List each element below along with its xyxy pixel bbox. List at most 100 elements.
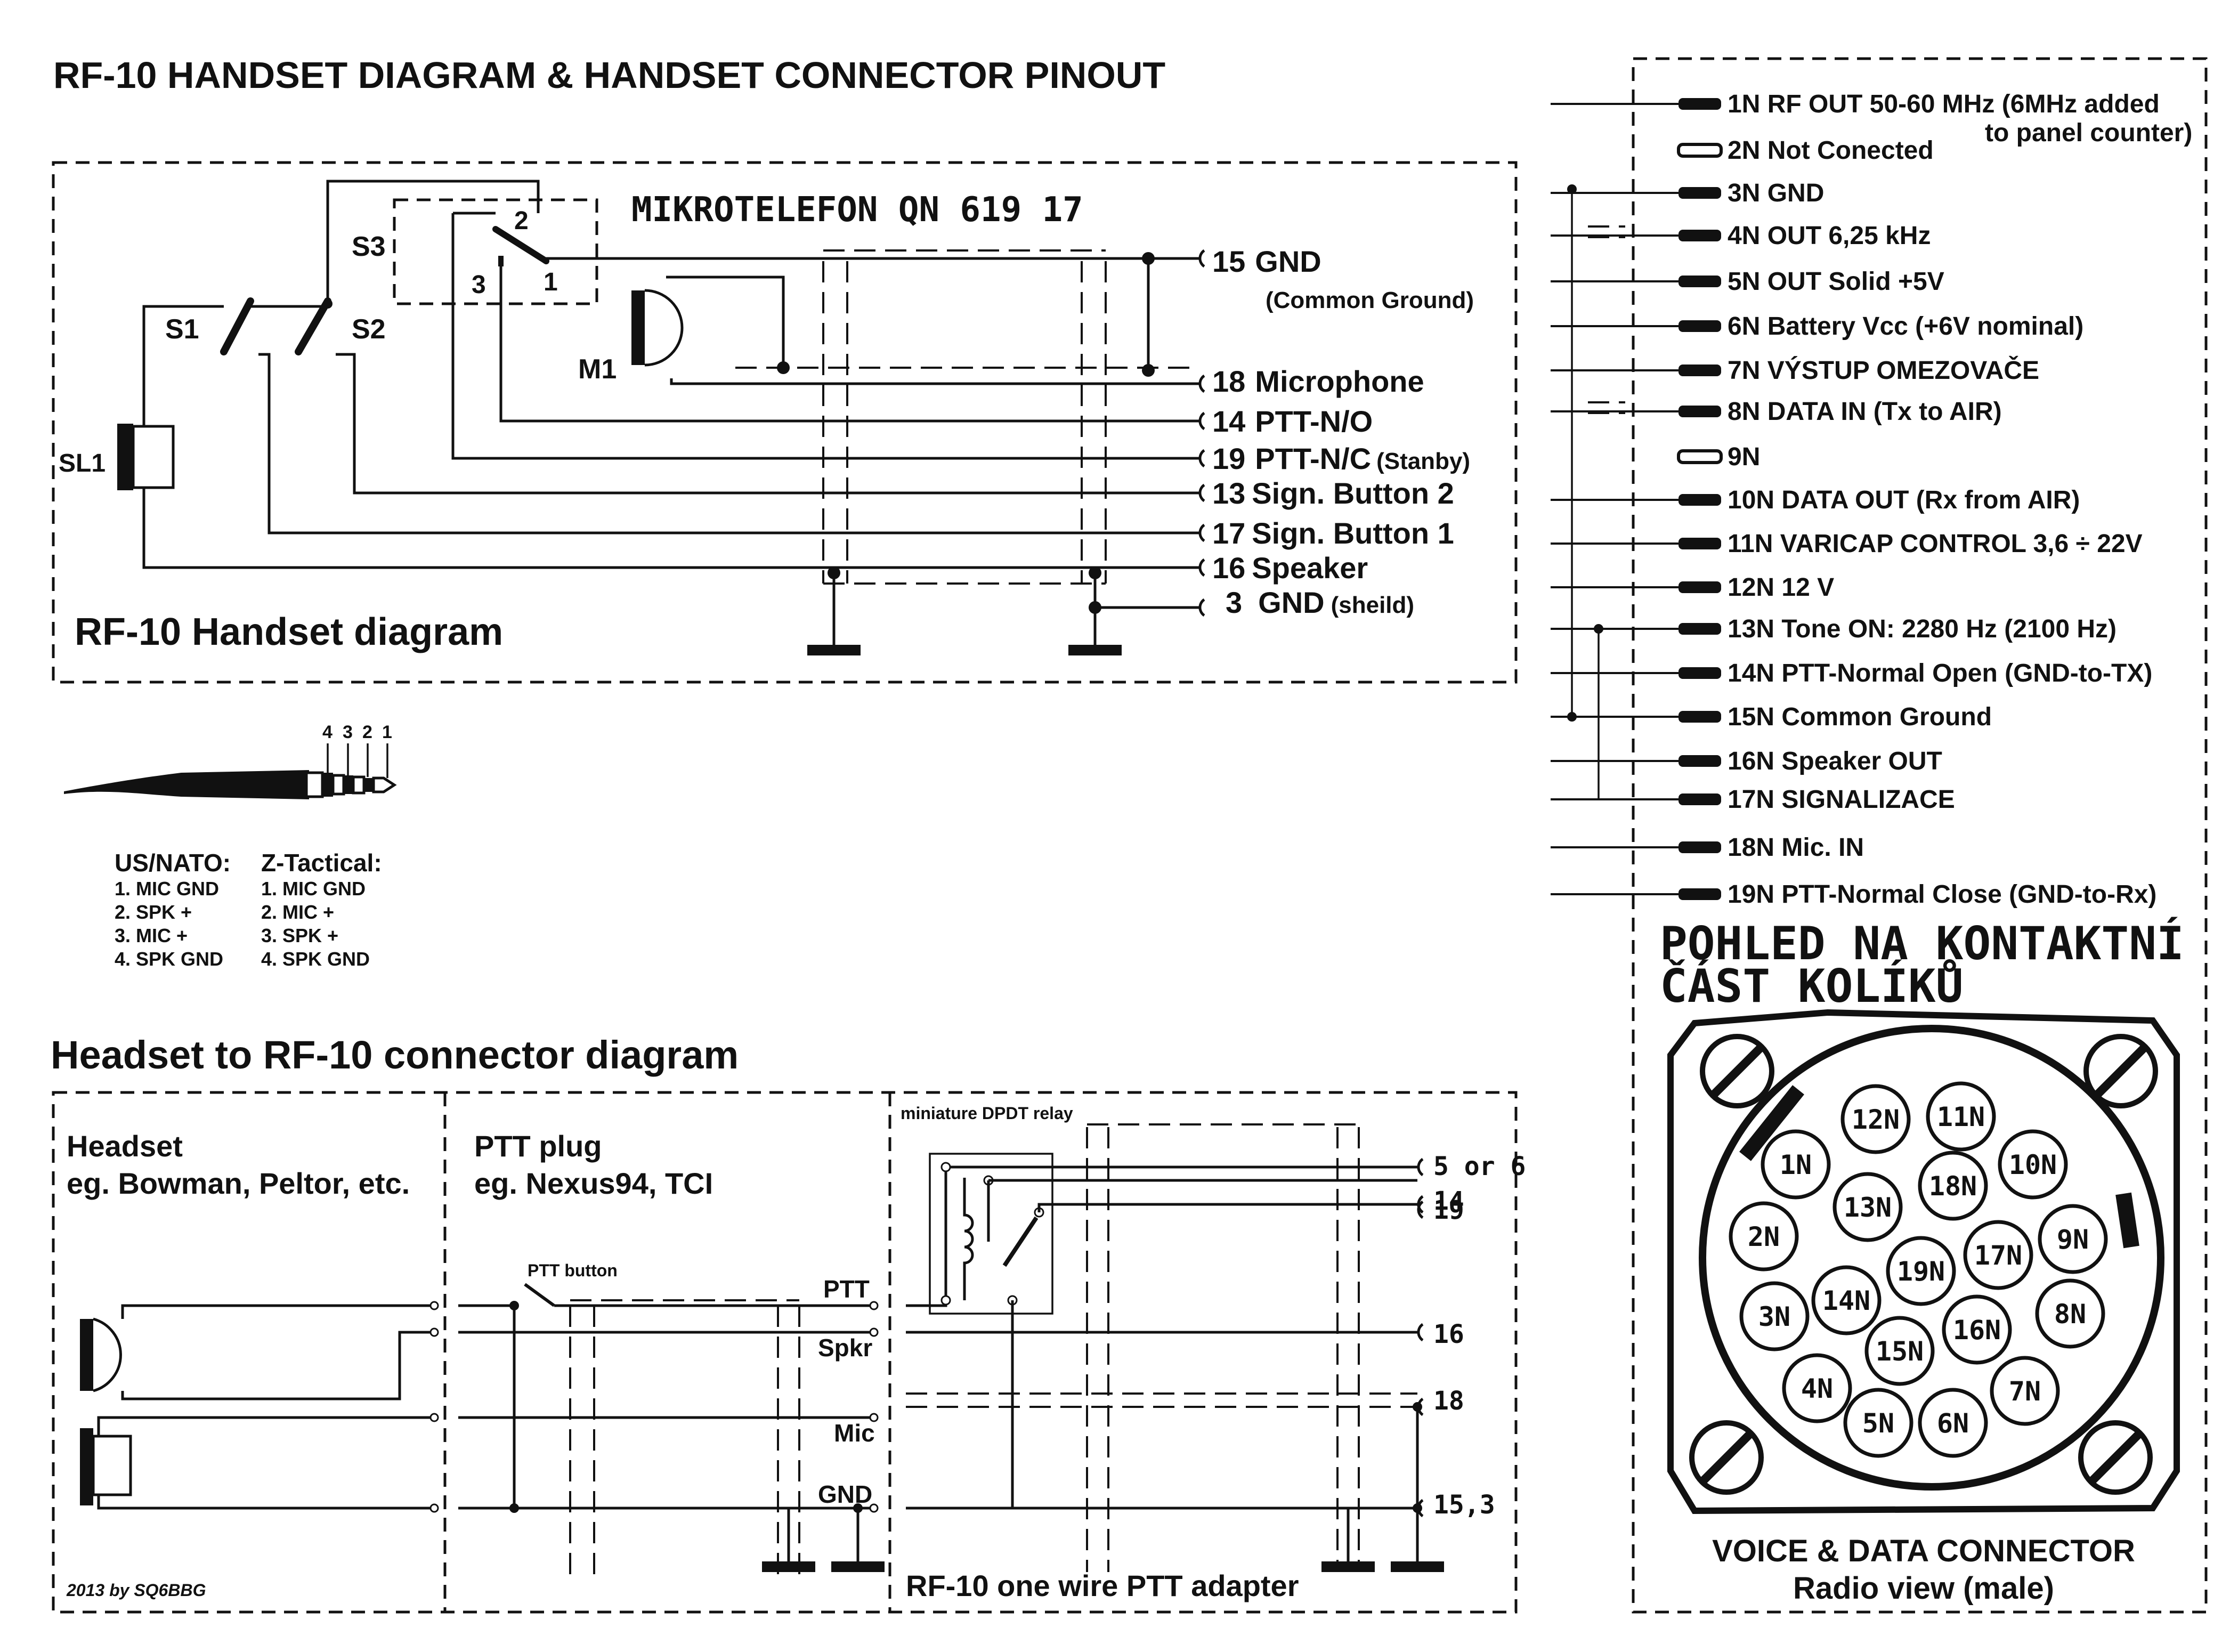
relay-label: miniature DPDT relay	[901, 1104, 1073, 1123]
view-title-1: POHLED NA KONTAKTNÍ	[1660, 917, 2184, 970]
ground-symbol-icon	[1321, 1561, 1375, 1572]
ground-symbol-icon	[1391, 1561, 1444, 1572]
line-mic: Mic	[834, 1419, 875, 1447]
s3-pin-1: 1	[544, 268, 558, 296]
credit: 2013 by SQ6BBG	[66, 1581, 206, 1600]
line-ptt: PTT	[823, 1275, 870, 1303]
ptt-button-label: PTT button	[528, 1261, 618, 1280]
ground-symbol-icon	[1068, 566, 1199, 655]
bus-lines	[1571, 189, 1600, 799]
face-pin-14n: 14N	[1811, 1265, 1882, 1335]
face-pin-16n: 16N	[1942, 1294, 2012, 1365]
connector-pin-17n: 17N SIGNALIZACE	[1551, 785, 1955, 814]
headset-label: Headset	[67, 1129, 183, 1163]
connector-pin-label: 9N	[1728, 443, 1760, 471]
jack-pinout-z-tactical: Z-Tactical: 1. MIC GND 2. MIC + 3. SPK +…	[261, 849, 382, 970]
connector-pin-label: 13N Tone ON: 2280 Hz (2100 Hz)	[1728, 615, 2117, 643]
connector-pin-4n: 4N OUT 6,25 kHz	[1551, 222, 1931, 250]
switch-s3-icon	[451, 212, 1199, 460]
switch-s2-icon	[250, 180, 1199, 495]
face-pin-5n: 5N	[1843, 1388, 1913, 1458]
connector-pin-label: 19N PTT-Normal Close (GND-to-Rx)	[1728, 880, 2156, 909]
svg-text:3. MIC +: 3. MIC +	[115, 925, 188, 946]
face-pin-15n: 15N	[1864, 1316, 1935, 1386]
headset-sub: eg. Bowman, Peltor, etc.	[67, 1167, 410, 1200]
connector-pin-label: 11N VARICAP CONTROL 3,6 ÷ 22V	[1728, 530, 2143, 558]
ptt-button-icon	[524, 1283, 555, 1307]
connector-pin-7n: 7N VÝSTUP OMEZOVAČE	[1551, 355, 2039, 385]
jack-plug-icon	[64, 770, 397, 799]
svg-text:5 or 6: 5 or 6	[1433, 1152, 1526, 1181]
connector-pin-label: 14N PTT-Normal Open (GND-to-TX)	[1728, 659, 2152, 687]
connector-pin-2n: 2N Not Conected	[1677, 136, 1934, 165]
screw-icon	[1700, 1034, 1774, 1108]
adapter-label: RF-10 one wire PTT adapter	[906, 1569, 1299, 1602]
svg-text:7N: 7N	[2009, 1376, 2041, 1407]
svg-text:11N: 11N	[1937, 1102, 1985, 1132]
connector-caption-2: Radio view (male)	[1793, 1571, 2054, 1606]
s3-switch-box	[393, 198, 598, 305]
svg-text:1. MIC GND: 1. MIC GND	[261, 878, 366, 900]
connector-pin-label: 15N Common Ground	[1728, 703, 1992, 731]
wire-sl1-s1	[142, 305, 224, 426]
connector-pin-label: 18N Mic. IN	[1728, 833, 1864, 862]
svg-text:6N: 6N	[1937, 1408, 1969, 1439]
svg-text:15N: 15N	[1876, 1336, 1924, 1367]
face-pin-11n: 11N	[1926, 1081, 1996, 1152]
microphone-icon	[80, 1416, 432, 1510]
svg-text:3. SPK +: 3. SPK +	[261, 925, 338, 946]
face-pin-9n: 9N	[2038, 1204, 2108, 1274]
face-pin-7n: 7N	[1990, 1356, 2060, 1426]
connector-pin-label: 6N Battery Vcc (+6V nominal)	[1728, 312, 2083, 341]
s2-label: S2	[352, 314, 386, 345]
s3-pin-3: 3	[472, 271, 486, 299]
connector-pin-19n: 19N PTT-Normal Close (GND-to-Rx)	[1551, 880, 2156, 909]
adapter-outputs: 5 or 6 14 16 18 15,3	[1417, 1152, 1526, 1520]
svg-text:9N: 9N	[2057, 1224, 2089, 1255]
connector-pin-label-cont: to panel counter)	[1985, 119, 2192, 147]
ground-symbol-icon	[762, 1561, 815, 1572]
connector-pin-14n: 14N PTT-Normal Open (GND-to-TX)	[1551, 659, 2152, 687]
svg-text:17N: 17N	[1974, 1240, 2022, 1271]
svg-text:8N: 8N	[2054, 1299, 2086, 1330]
switch-s1-icon	[220, 297, 1199, 535]
connector-pin-label: 10N DATA OUT (Rx from AIR)	[1728, 486, 2080, 514]
line-spkr: Spkr	[818, 1334, 872, 1362]
face-pin-6n: 6N	[1918, 1388, 1988, 1458]
headset-adapter-diagram: Headset eg. Bowman, Peltor, etc. PTT plu…	[52, 1091, 1526, 1614]
svg-text:4. SPK GND: 4. SPK GND	[115, 948, 223, 970]
face-pin-2n: 2N	[1729, 1201, 1799, 1272]
m1-label: M1	[578, 354, 617, 385]
connector-pin-13n: 13N Tone ON: 2280 Hz (2100 Hz)	[1551, 615, 2117, 643]
connector-pin-6n: 6N Battery Vcc (+6V nominal)	[1551, 312, 2083, 341]
s1-label: S1	[165, 314, 199, 345]
connector-border	[1632, 57, 2208, 1614]
screw-icon	[1689, 1420, 1764, 1495]
face-pin-17n: 17N	[1963, 1220, 2033, 1290]
handset-caption: RF-10 Handset diagram	[75, 611, 503, 653]
svg-text:2. SPK +: 2. SPK +	[115, 901, 192, 923]
gnd-note: (Common Ground)	[1266, 287, 1474, 313]
svg-text:14: 14	[1433, 1186, 1464, 1216]
ptt-plug-sub: eg. Nexus94, TCI	[474, 1167, 713, 1200]
s3-pin-2: 2	[514, 207, 529, 235]
sl1-label: SL1	[59, 449, 106, 477]
svg-text:13N: 13N	[1844, 1192, 1892, 1223]
connector-pin-9n: 9N	[1677, 443, 1760, 471]
svg-text:18: 18	[1433, 1386, 1464, 1416]
svg-text:US/NATO:: US/NATO:	[115, 849, 231, 877]
connector-pin-label: 7N VÝSTUP OMEZOVAČE	[1728, 355, 2039, 385]
face-pin-1n: 1N	[1761, 1129, 1831, 1200]
